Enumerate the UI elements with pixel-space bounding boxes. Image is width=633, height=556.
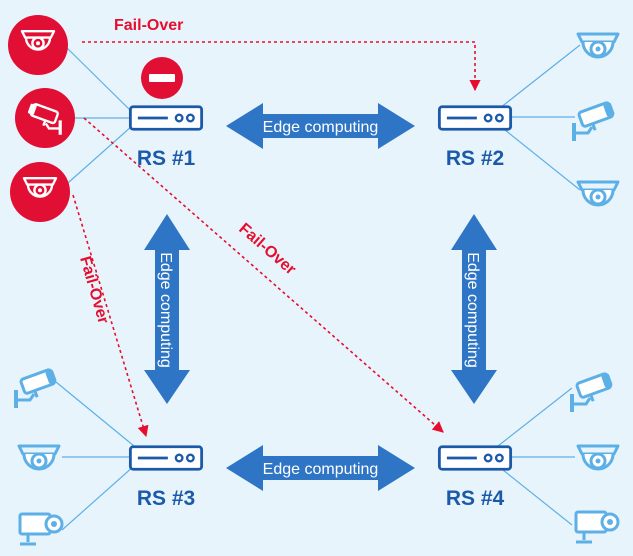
server-rs1: RS #1 [128,105,204,170]
edge-arrow-rs3-rs4: Edge computing [226,445,415,491]
camera-red-dome-top [8,15,68,75]
server-label: RS #3 [137,487,195,510]
edge-arrow-label: Edge computing [464,252,481,368]
server-label: RS #2 [446,147,504,170]
camera-red-bullet [15,88,75,148]
server-icon [437,445,513,471]
edge-arrow-rs1-rs3: Edge computing [144,214,190,404]
edge-arrow-label: Edge computing [263,461,379,478]
server-icon [437,105,513,131]
failover-label-top: Fail-Over [114,17,183,34]
server-label: RS #1 [137,147,196,170]
stop-icon [141,57,183,99]
edge-arrow-rs2-rs4: Edge computing [451,214,497,404]
edge-arrow-label: Edge computing [157,252,174,368]
server-label: RS #4 [446,487,505,510]
camera-red-dome-bottom [10,162,70,222]
failover-arrow-to-rs2 [82,41,481,92]
failover-lines [72,41,481,438]
failover-arrow-to-rs4 [83,117,444,433]
edge-arrow-rs1-rs2: Edge computing [226,103,415,149]
camera-links [55,44,581,531]
server-icon [128,445,204,471]
server-rs3: RS #3 [128,445,204,510]
edge-arrow-label: Edge computing [263,119,379,136]
server-rs4: RS #4 [437,445,513,510]
server-icon [128,105,204,131]
server-rs2: RS #2 [437,105,513,170]
